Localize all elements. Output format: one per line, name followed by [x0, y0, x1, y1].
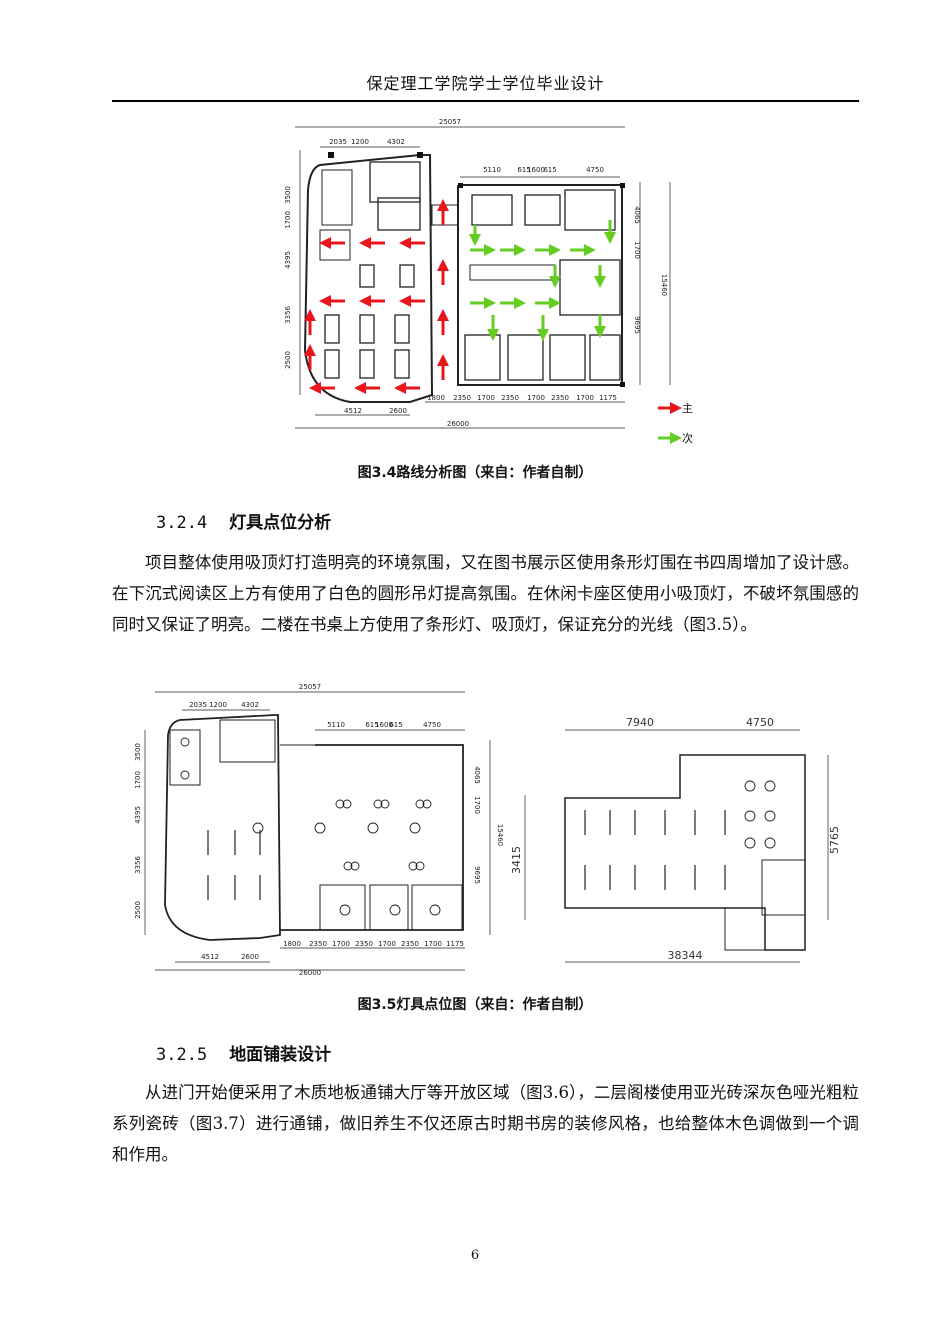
svg-text:3500: 3500	[134, 743, 142, 761]
svg-text:5110: 5110	[483, 166, 501, 174]
svg-text:4395: 4395	[284, 251, 292, 269]
svg-text:7940: 7940	[626, 716, 654, 729]
legend-secondary: 次	[682, 431, 693, 445]
svg-text:615: 615	[389, 721, 402, 729]
svg-text:1700: 1700	[134, 771, 142, 789]
svg-text:1700: 1700	[633, 241, 641, 259]
svg-text:2600: 2600	[241, 953, 259, 961]
svg-text:4512: 4512	[344, 407, 362, 415]
svg-text:1700: 1700	[473, 796, 481, 814]
svg-text:1700: 1700	[378, 940, 396, 948]
svg-text:38344: 38344	[668, 949, 703, 962]
svg-text:1600: 1600	[527, 166, 545, 174]
svg-text:4302: 4302	[241, 701, 259, 709]
svg-text:1175: 1175	[599, 394, 617, 402]
svg-text:15460: 15460	[496, 824, 504, 846]
svg-text:1700: 1700	[284, 211, 292, 229]
svg-text:5110: 5110	[327, 721, 345, 729]
svg-text:2600: 2600	[389, 407, 407, 415]
lighting-layout-figure: 25057 2035 1200 4302 5110 615 1600 615 4…	[134, 683, 840, 977]
figure-3-4-caption: 图3.4路线分析图（来自：作者自制）	[357, 465, 593, 481]
svg-text:1700: 1700	[527, 394, 545, 402]
svg-text:2500: 2500	[284, 351, 292, 369]
svg-text:1700: 1700	[576, 394, 594, 402]
svg-text:4065: 4065	[633, 206, 641, 224]
svg-text:9695: 9695	[633, 316, 641, 334]
legend-primary: 主	[682, 402, 693, 415]
svg-text:15460: 15460	[660, 274, 668, 296]
svg-text:2350: 2350	[309, 940, 327, 948]
svg-text:2350: 2350	[355, 940, 373, 948]
svg-text:1700: 1700	[424, 940, 442, 948]
svg-text:2350: 2350	[401, 940, 419, 948]
svg-text:9695: 9695	[473, 866, 481, 884]
svg-text:3500: 3500	[284, 186, 292, 204]
svg-text:1200: 1200	[351, 138, 369, 146]
svg-text:1800: 1800	[427, 394, 445, 402]
svg-text:3415: 3415	[510, 846, 523, 874]
svg-text:1800: 1800	[283, 940, 301, 948]
svg-text:2350: 2350	[551, 394, 569, 402]
svg-text:1600: 1600	[375, 721, 393, 729]
svg-text:26000: 26000	[447, 420, 469, 428]
svg-text:2035: 2035	[189, 701, 207, 709]
route-legend: 主 次	[658, 402, 693, 445]
paragraph-flooring: 从进门开始便采用了木质地板通铺大厅等开放区域（图3.6），二层阁楼使用亚光砖深灰…	[112, 1083, 859, 1164]
svg-text:1700: 1700	[332, 940, 350, 948]
svg-text:4750: 4750	[586, 166, 604, 174]
dim-top-total: 25057	[439, 118, 461, 126]
page-number: 6	[470, 1248, 480, 1263]
svg-text:4395: 4395	[134, 806, 142, 824]
svg-text:615: 615	[517, 166, 530, 174]
svg-text:2350: 2350	[501, 394, 519, 402]
svg-text:1175: 1175	[446, 940, 464, 948]
route-analysis-figure: 25057 2035 1200 4302 5110 615 1600 615 4…	[284, 118, 693, 445]
svg-text:1200: 1200	[209, 701, 227, 709]
svg-text:2500: 2500	[134, 901, 142, 919]
svg-text:3356: 3356	[134, 856, 142, 874]
svg-text:4750: 4750	[423, 721, 441, 729]
svg-text:4512: 4512	[201, 953, 219, 961]
svg-text:4750: 4750	[746, 716, 774, 729]
page-header: 保定理工学院学士学位毕业设计	[366, 74, 605, 93]
svg-text:2035: 2035	[329, 138, 347, 146]
svg-text:1700: 1700	[477, 394, 495, 402]
svg-text:4302: 4302	[387, 138, 405, 146]
svg-text:25057: 25057	[299, 683, 321, 691]
figure-3-5-caption: 图3.5灯具点位图（来自：作者自制）	[357, 997, 593, 1013]
svg-text:5765: 5765	[828, 826, 840, 854]
svg-text:4065: 4065	[473, 766, 481, 784]
svg-text:615: 615	[543, 166, 556, 174]
svg-text:26000: 26000	[299, 969, 321, 977]
paragraph-lighting: 项目整体使用吸顶灯打造明亮的环境氛围，又在图书展示区使用条形灯围在书四周增加了设…	[112, 553, 859, 634]
svg-text:3356: 3356	[284, 306, 292, 324]
header-divider	[112, 100, 859, 102]
svg-text:615: 615	[365, 721, 378, 729]
svg-text:2350: 2350	[453, 394, 471, 402]
